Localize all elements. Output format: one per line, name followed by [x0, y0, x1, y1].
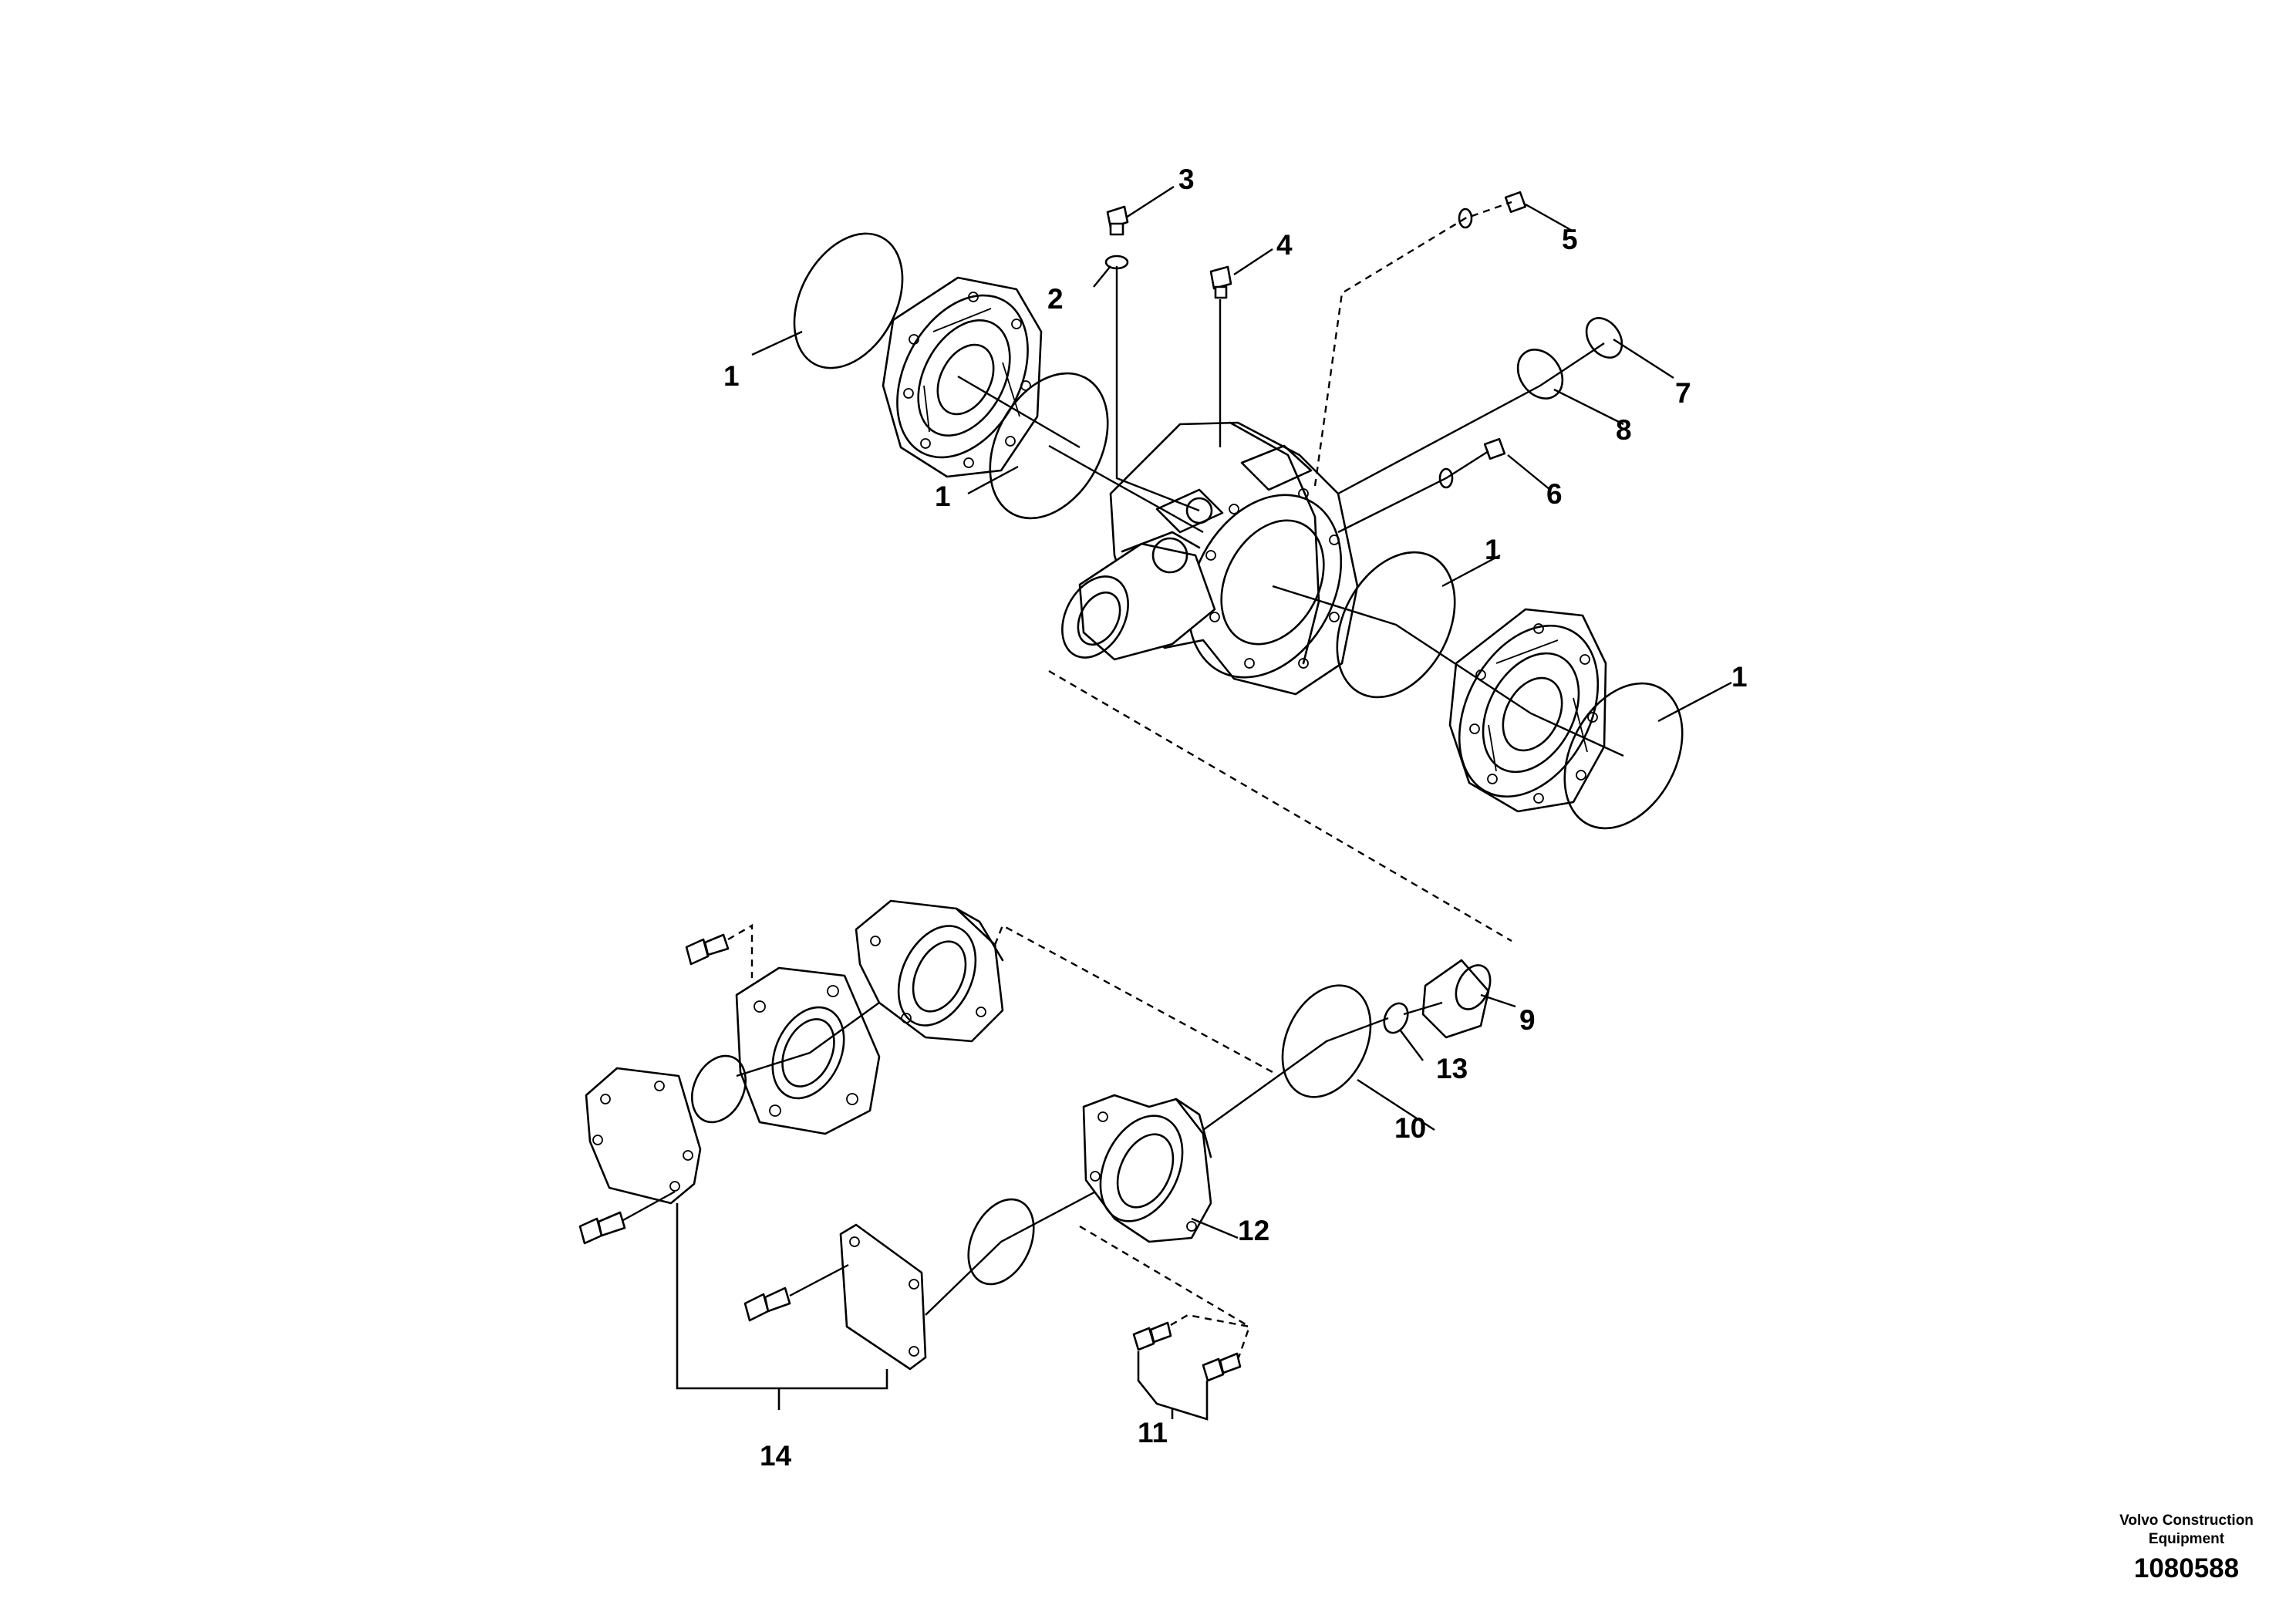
o-ring-5	[1458, 207, 1473, 229]
bolt-small-top	[685, 933, 730, 966]
callout-5: 5	[1562, 224, 1578, 255]
callout-14: 14	[760, 1440, 792, 1472]
plug-6	[1483, 437, 1506, 460]
o-ring-lower-left	[691, 1054, 747, 1124]
sleeve-9	[1421, 959, 1492, 1039]
cover-plate-square	[839, 1223, 927, 1371]
callout-4: 4	[1276, 229, 1293, 261]
axle-housing	[1061, 421, 1359, 696]
seal-ring-8	[1516, 349, 1564, 400]
bolt-center	[743, 1286, 791, 1322]
snap-ring-7	[1585, 317, 1623, 359]
cover-plate-hex	[585, 1067, 702, 1205]
callout-6: 6	[1546, 478, 1563, 510]
gasket-1-top-left	[793, 232, 904, 369]
gasket-1-middle-right	[1336, 551, 1456, 699]
callout-9: 9	[1519, 1004, 1536, 1036]
callout-1-middle-left: 1	[935, 481, 951, 512]
company-name-line-2: Equipment	[2148, 1531, 2225, 1547]
bearing-cage-top	[855, 899, 1004, 1043]
screw-11a	[1132, 1321, 1172, 1351]
company-name-line-1: Volvo Construction	[2119, 1512, 2254, 1529]
plug-3	[1106, 205, 1129, 236]
callout-1-right: 1	[1731, 661, 1748, 693]
company-name: Volvo Construction Equipment	[2071, 1512, 2296, 1549]
o-ring-13	[1383, 1002, 1409, 1034]
bracket-14	[676, 1203, 888, 1410]
o-ring-lower-center	[967, 1198, 1035, 1286]
breather-4	[1209, 265, 1232, 299]
bracket-11	[1137, 1351, 1209, 1421]
gasket-1-right	[1563, 682, 1684, 830]
o-ring-6	[1438, 467, 1454, 489]
flange-plate	[735, 966, 881, 1135]
bearing-housing-12	[1082, 1094, 1212, 1243]
callout-13: 13	[1436, 1053, 1468, 1084]
callout-7: 7	[1675, 377, 1691, 409]
callout-11: 11	[1138, 1417, 1168, 1448]
drawing-number: 1080588	[2133, 1553, 2240, 1583]
plug-5	[1504, 191, 1527, 214]
callout-1-top-left: 1	[723, 360, 740, 392]
gasket-1-middle-left	[989, 372, 1109, 520]
callout-3: 3	[1178, 164, 1195, 195]
callout-12: 12	[1238, 1215, 1269, 1246]
callout-10: 10	[1394, 1112, 1426, 1144]
callout-8: 8	[1616, 414, 1632, 446]
callout-2: 2	[1047, 283, 1064, 315]
bolt-left	[578, 1211, 626, 1245]
shim-disc-10	[1281, 984, 1372, 1098]
callout-1-middle-right: 1	[1485, 534, 1501, 565]
screw-11b	[1202, 1352, 1242, 1382]
